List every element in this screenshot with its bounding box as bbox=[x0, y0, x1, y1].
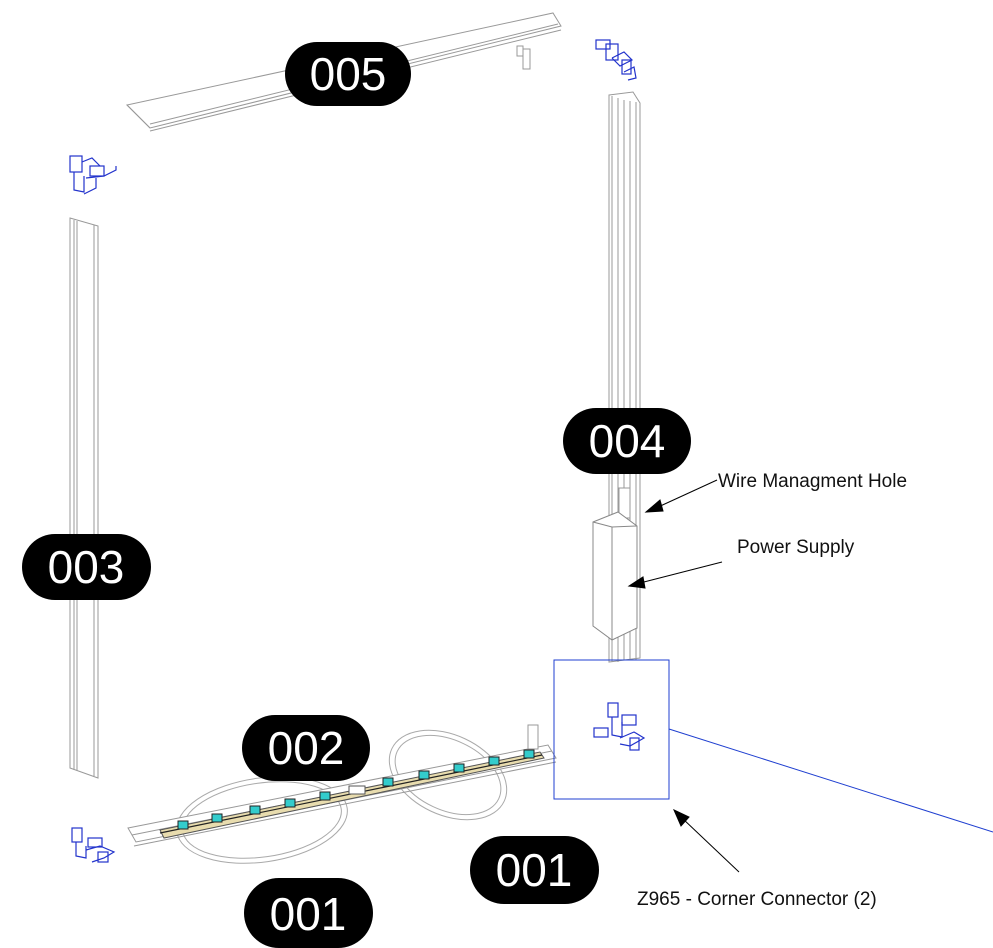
led-pod bbox=[177, 820, 189, 830]
led-pod bbox=[249, 805, 261, 815]
corner-connector-top-right bbox=[595, 39, 637, 81]
svg-text:005: 005 bbox=[310, 48, 387, 100]
corner-connector-arrow bbox=[681, 817, 740, 873]
power-supply-arrow bbox=[639, 561, 723, 584]
led-pod bbox=[523, 749, 535, 759]
corner-connector-bottom-left bbox=[71, 827, 116, 863]
svg-text:001: 001 bbox=[496, 844, 573, 896]
corner-connector-top-left bbox=[69, 155, 117, 195]
svg-text:001: 001 bbox=[270, 888, 347, 940]
led-connector bbox=[348, 785, 366, 795]
led-pod bbox=[488, 756, 500, 766]
badge-001-left: 001 bbox=[244, 878, 373, 948]
left-rail-003 bbox=[69, 217, 99, 779]
power-supply-label: Power Supply bbox=[737, 537, 855, 558]
detail-leader-line bbox=[668, 728, 993, 833]
led-strip bbox=[159, 751, 545, 839]
led-pod bbox=[211, 813, 223, 823]
led-pod bbox=[453, 763, 465, 773]
badge-002: 002 bbox=[242, 715, 370, 781]
badge-001-right: 001 bbox=[470, 836, 599, 904]
svg-text:002: 002 bbox=[268, 722, 345, 774]
corner-connector-label: Z965 - Corner Connector (2) bbox=[637, 889, 877, 910]
led-pod bbox=[382, 777, 394, 787]
badge-004: 004 bbox=[563, 408, 691, 474]
badge-003: 003 bbox=[22, 534, 151, 600]
wire-hole-label: Wire Managment Hole bbox=[718, 471, 907, 492]
badge-005: 005 bbox=[285, 42, 411, 106]
led-pod bbox=[418, 770, 430, 780]
power-supply-box bbox=[592, 511, 638, 641]
led-pod bbox=[319, 791, 331, 801]
bottom-rail-002 bbox=[127, 724, 557, 864]
corner-connector-detail bbox=[593, 702, 646, 751]
svg-text:003: 003 bbox=[48, 541, 125, 593]
wire-hole-arrow bbox=[655, 479, 718, 509]
led-pod bbox=[284, 798, 296, 808]
svg-text:004: 004 bbox=[589, 415, 666, 467]
wire-loop-right bbox=[388, 729, 508, 821]
